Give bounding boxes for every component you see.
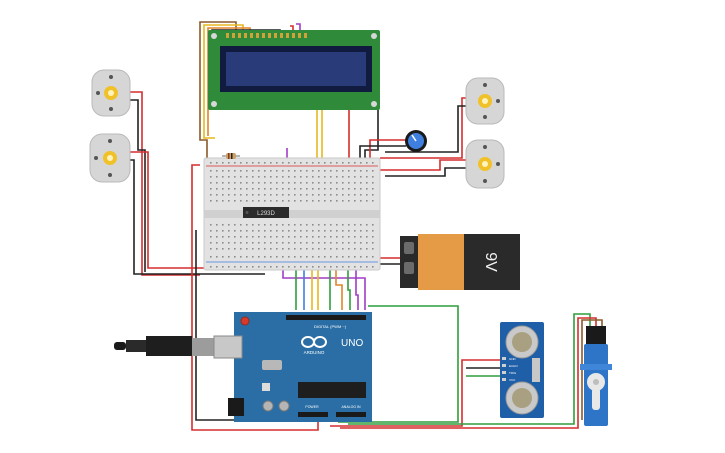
lcd-module [208, 30, 380, 110]
wire-motor2-red [130, 151, 255, 269]
lcd-screen [226, 52, 366, 86]
chip-label: L293D [257, 211, 275, 217]
svg-text:GND: GND [509, 357, 517, 361]
ultrasonic-sensor: GND ECHO TRIG VCC [500, 322, 544, 418]
wire-pot-black [359, 145, 406, 160]
wire-motor3-red [380, 97, 466, 159]
lcd-header-pins [226, 33, 307, 38]
l293d-chip: L293D [243, 207, 289, 218]
svg-text:ANALOG IN: ANALOG IN [341, 405, 361, 409]
resistor [222, 153, 240, 159]
dc-motor-4 [465, 139, 505, 189]
wire-servo-green [348, 313, 591, 425]
svg-text:TRIG: TRIG [509, 371, 517, 375]
wire-motor3-black [385, 105, 466, 153]
wire-motor1-black [130, 99, 146, 272]
wire-lcd-brown [199, 21, 237, 165]
arduino-uno: DIGITAL (PWM ~) ARDUINO UNO POWER ANALOG… [114, 312, 372, 422]
wire-sonar-red [330, 359, 500, 427]
usb-port [213, 335, 243, 359]
sonar-pins [502, 357, 506, 381]
battery-9v: 9V [400, 234, 520, 290]
wire-motor2-black [130, 159, 265, 275]
battery-label: 9V [482, 252, 499, 272]
wire-motor1-red [130, 91, 200, 276]
potentiometer [405, 130, 427, 152]
wire-motor4-red [380, 159, 466, 171]
dc-motor-1 [91, 69, 131, 117]
wire-gnd-loop [191, 164, 319, 431]
dc-motor-2 [89, 133, 131, 183]
wire-pot-red [369, 139, 406, 160]
arduino-brand: ARDUINO [304, 350, 325, 355]
svg-text:POWER: POWER [305, 405, 319, 409]
servo-motor [580, 326, 612, 426]
wire-servo-red [340, 317, 597, 429]
wire-lcd-black-side [364, 108, 379, 160]
svg-text:ECHO: ECHO [509, 364, 518, 368]
arduino-logo [301, 336, 327, 348]
wire-sonar-green [338, 305, 459, 423]
wire-motor4-black [385, 167, 466, 177]
reset-button [240, 316, 250, 326]
svg-text:VCC: VCC [509, 378, 516, 382]
svg-text:DIGITAL (PWM ~): DIGITAL (PWM ~) [314, 324, 347, 329]
arduino-model: UNO [341, 338, 363, 349]
breadboard-holes [210, 162, 374, 268]
dc-motor-3 [465, 77, 505, 125]
breadboard [203, 157, 381, 271]
